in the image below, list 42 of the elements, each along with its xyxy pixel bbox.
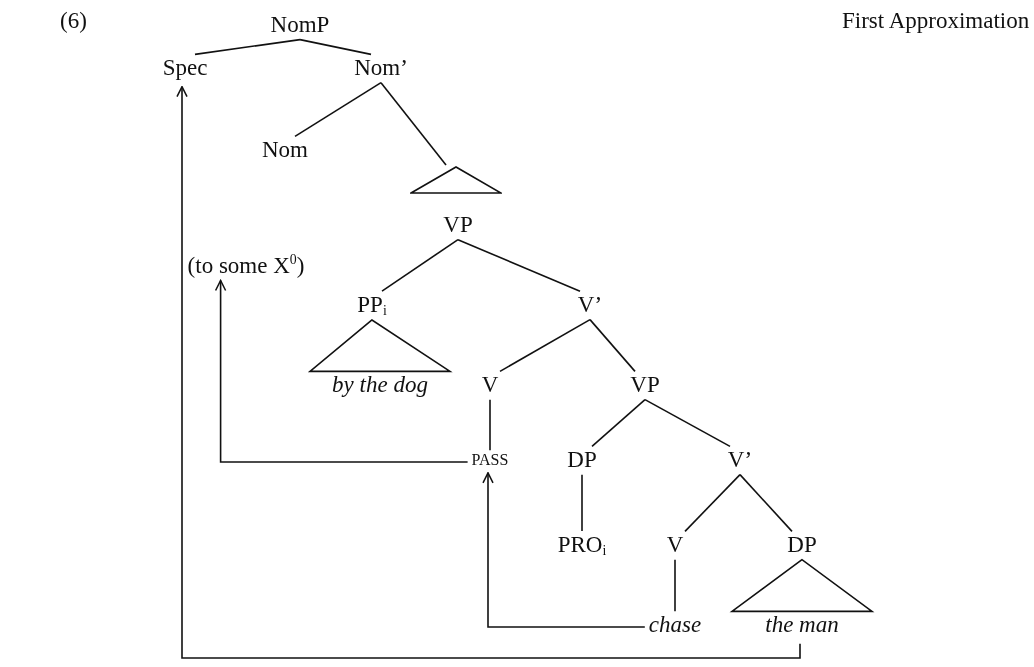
- triangle-branch: [307, 318, 453, 373]
- tree-branch: [294, 81, 382, 138]
- tree-label: Nom: [262, 137, 308, 163]
- example-number: (6): [60, 8, 87, 34]
- tree-label: VP: [443, 212, 473, 238]
- movement-arrow: [482, 472, 646, 628]
- terminal-word: by the dog: [332, 372, 428, 398]
- tree-branch: [457, 238, 581, 293]
- tree-branch: [644, 398, 731, 448]
- tree-label: VP: [630, 372, 660, 398]
- tree-label: Nom’: [354, 55, 408, 81]
- tree-label: Spec: [162, 55, 208, 81]
- tree-branch: [194, 38, 301, 56]
- tree-label: PASS: [471, 451, 509, 469]
- diagram-heading: First Approximation: [842, 8, 1030, 34]
- tree-label: PRO$_{i}$: [557, 532, 607, 558]
- tree-label: DP: [567, 447, 597, 473]
- tree-branch: [499, 318, 591, 373]
- tree-branch: [674, 558, 676, 613]
- tree-branch: [739, 473, 793, 533]
- tree-label: V: [666, 532, 684, 558]
- tree-branch: [591, 398, 646, 448]
- movement-arrow: [176, 85, 801, 659]
- tree-branch: [589, 318, 636, 373]
- tree-label: V: [481, 372, 499, 398]
- tree-branch: [299, 38, 372, 56]
- tree-label: PP$_{i}$: [357, 292, 387, 318]
- tree-branch: [381, 238, 459, 292]
- tree-label: V’: [577, 292, 603, 318]
- tree-branch: [684, 473, 741, 533]
- tree-branch: [581, 473, 583, 532]
- tree-label: (to some X$^{0}$): [187, 251, 305, 279]
- triangle-branch: [729, 558, 875, 613]
- movement-arrow: [214, 279, 469, 463]
- tree-label: DP: [787, 532, 817, 558]
- tree-branch: [489, 398, 491, 451]
- tree-branch: [380, 81, 447, 166]
- tree-label: NomP: [270, 12, 330, 38]
- terminal-word: chase: [648, 612, 702, 638]
- terminal-word: the man: [765, 612, 839, 638]
- tree-label: V’: [727, 447, 753, 473]
- triangle-shape: [410, 166, 502, 194]
